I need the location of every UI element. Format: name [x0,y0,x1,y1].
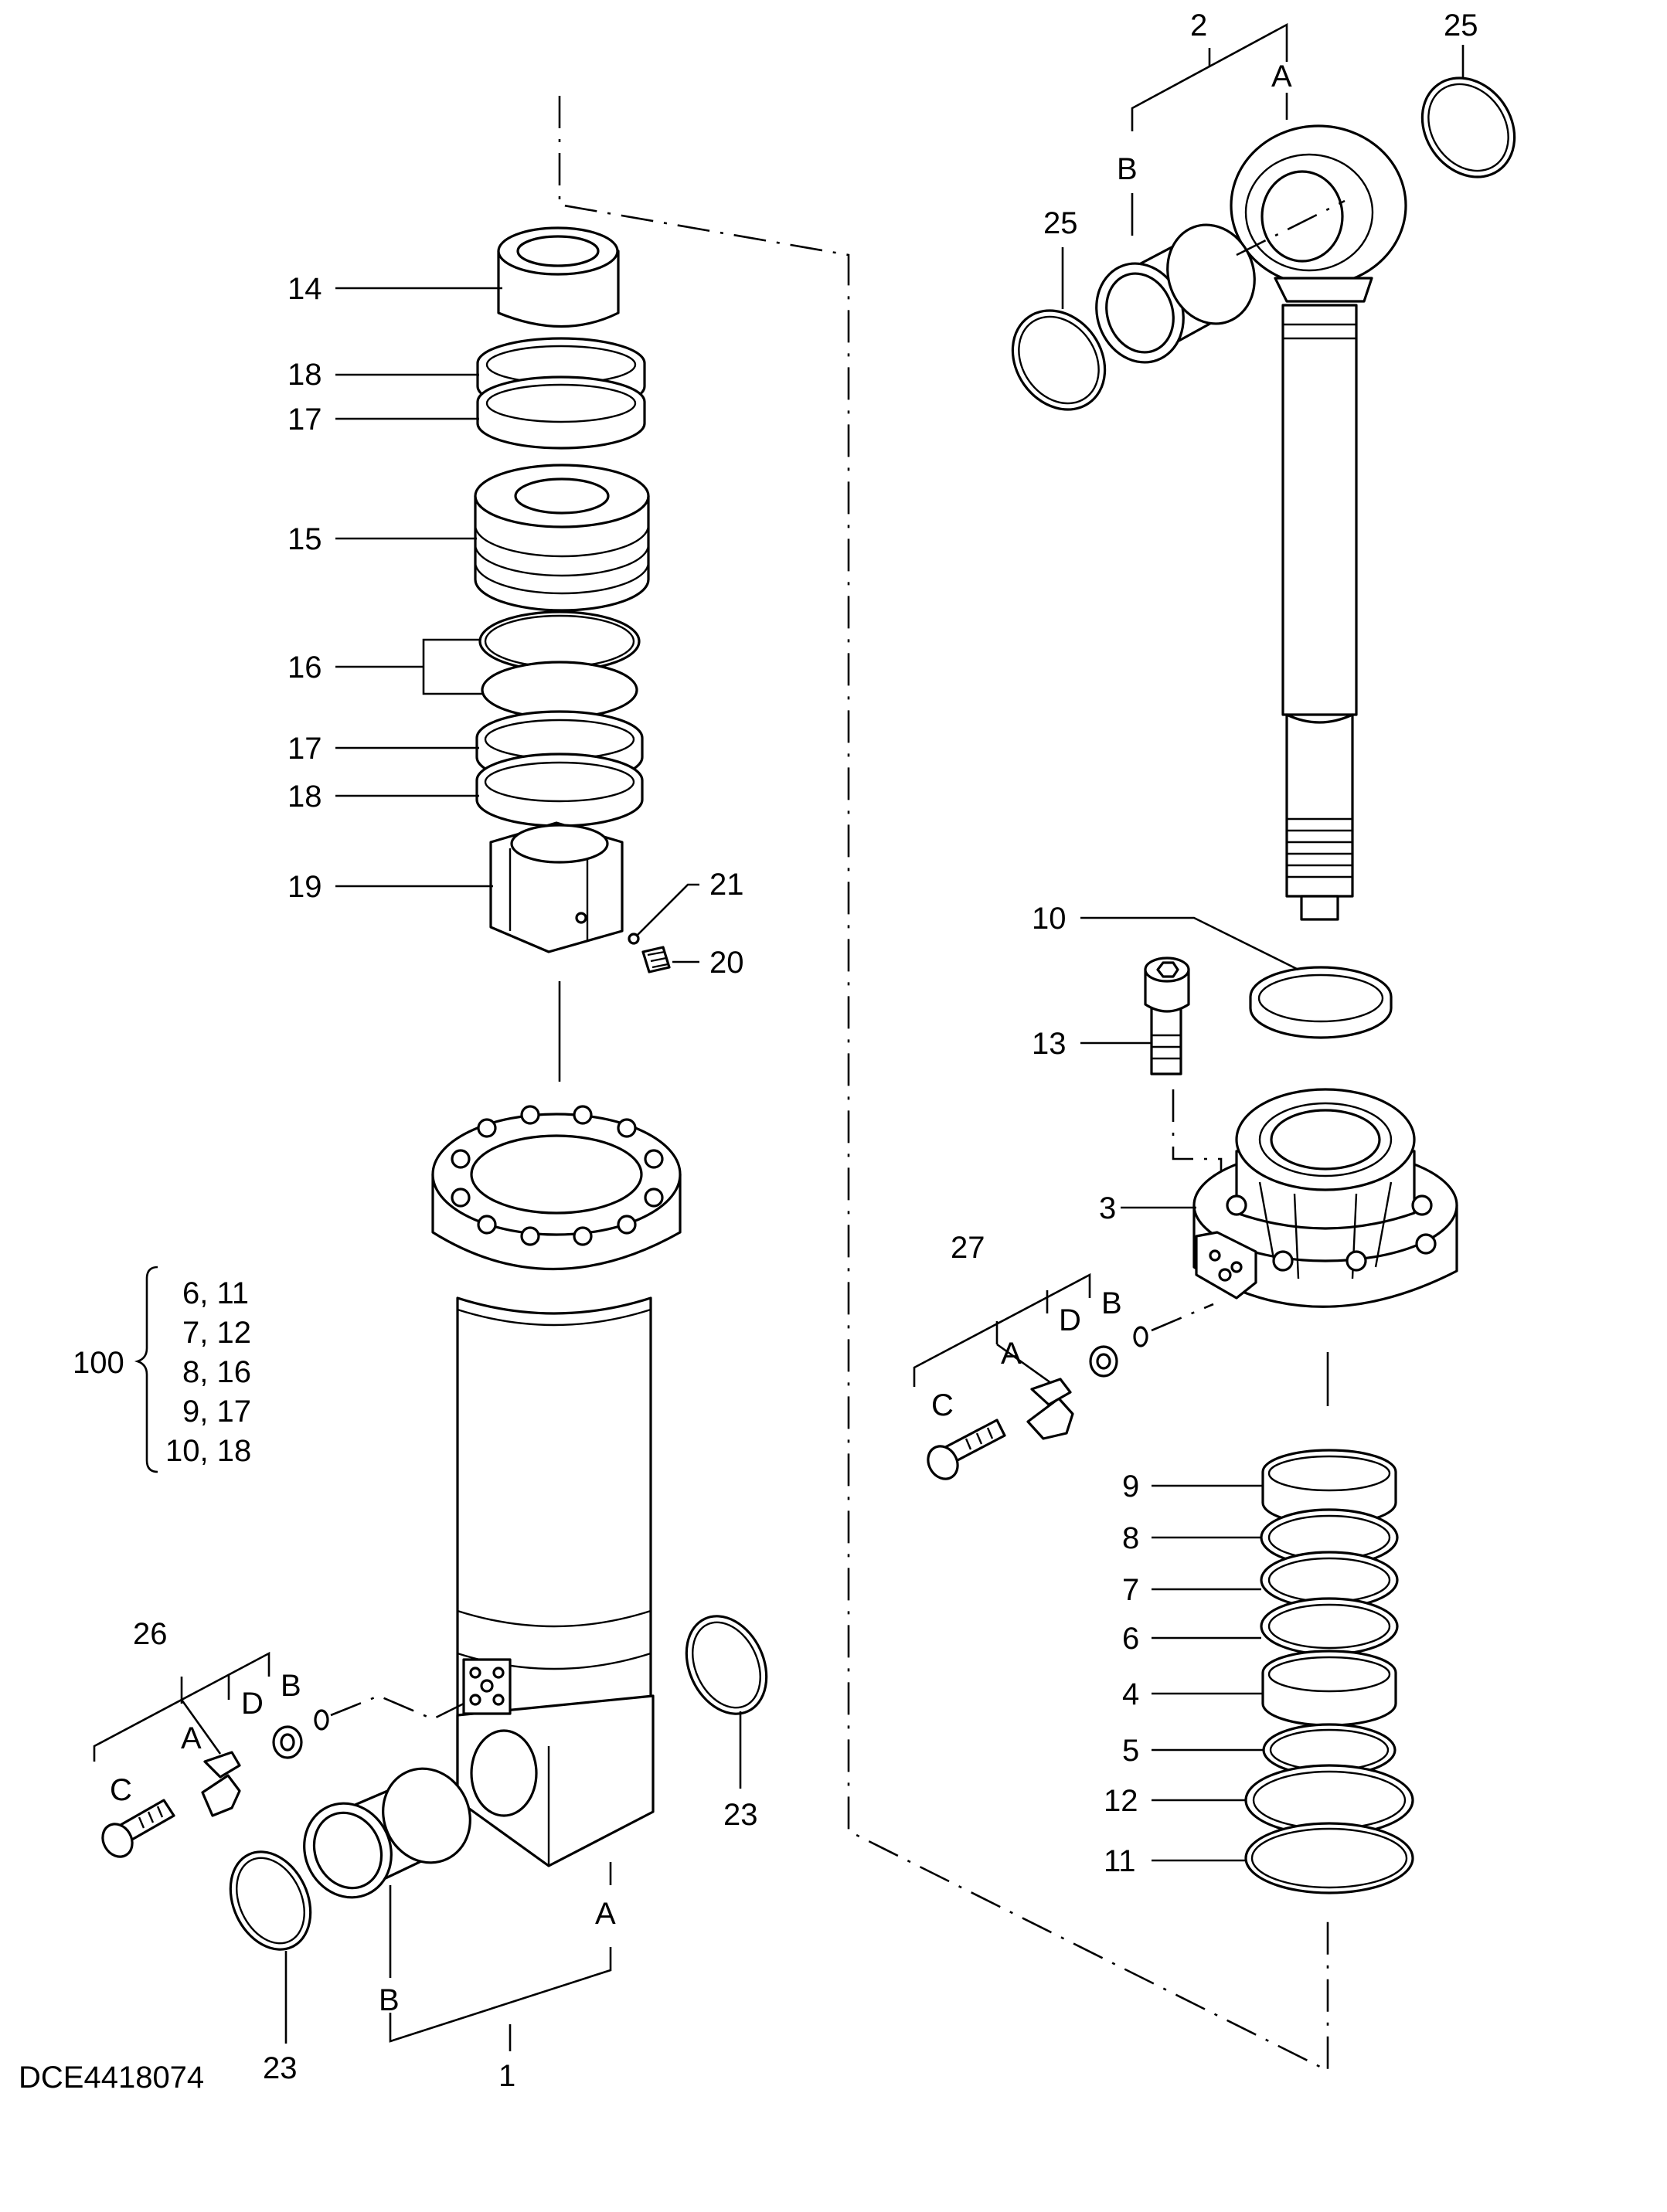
part-4-bush [1261,1650,1397,1727]
label-23-right: 23 [723,1798,758,1832]
label-27-C: C [931,1388,954,1422]
label-20: 20 [709,946,744,980]
label-11: 11 [1104,1844,1136,1878]
label-26: 26 [133,1617,168,1651]
part-bushing-B-rod [1095,223,1256,364]
part-20-set-screw [641,946,671,973]
kit-100-row-5: 10, 18 [165,1434,251,1468]
label-7: 7 [1122,1573,1139,1607]
label-3: 3 [1099,1191,1116,1225]
part-23-seal-left [229,1850,312,1951]
label-21: 21 [709,868,744,902]
label-17-lower: 17 [287,732,322,766]
kit-27-hardware [927,1326,1148,1480]
leader-lines [93,22,1465,2051]
label-12: 12 [1104,1784,1138,1818]
kit-100-row-1: 6, 11 [182,1276,249,1310]
part-23-seal-right [685,1615,768,1715]
label-27-D: D [1059,1303,1081,1337]
part-bushing-B-tube [303,1767,471,1899]
part-3-rod-cover [1192,1088,1458,1308]
part-16-oring-lower [481,661,638,719]
label-5: 5 [1122,1734,1139,1768]
part-2-piston-rod [1230,124,1407,921]
part-17-ring-upper [476,375,646,450]
label-8: 8 [1122,1521,1139,1555]
label-13: 13 [1032,1027,1067,1061]
label-26-A: A [181,1721,202,1755]
label-18-lower: 18 [287,780,322,814]
label-100: 100 [73,1346,124,1380]
label-6: 6 [1122,1622,1139,1656]
label-2: 2 [1190,8,1207,42]
label-9: 9 [1122,1470,1139,1504]
label-26-B: B [281,1669,301,1703]
kit-100-row-2: 7, 12 [182,1316,251,1350]
label-4: 4 [1122,1677,1139,1711]
part-25-seal-left [1011,309,1107,411]
assembly-path-line [558,96,1329,2073]
label-1-A: A [595,1897,616,1931]
part-13-socket-bolt [1144,956,1190,1075]
part-14-cushion-ring [497,226,620,328]
part-18-ring-lower [475,753,644,827]
kit-100-row-3: 8, 16 [182,1355,251,1389]
label-17-upper: 17 [287,403,322,437]
drawing-code: DCE4418074 [19,2061,204,2095]
label-2-B: B [1117,152,1138,186]
label-18-upper: 18 [287,358,322,392]
kit-100-row-4: 9, 17 [182,1395,251,1429]
label-25-right: 25 [1444,8,1478,42]
part-10-ring [1249,966,1393,1039]
label-25-left: 25 [1043,206,1078,240]
part-25-seal-right [1420,76,1516,178]
label-27-B: B [1101,1286,1122,1320]
label-15: 15 [287,522,322,556]
part-19-piston-nut [489,821,624,953]
part-1-cylinder-tube [431,1105,682,1867]
label-2-A: A [1271,59,1292,93]
part-15-piston [474,464,650,612]
label-26-D: D [241,1687,264,1721]
label-10: 10 [1032,902,1067,936]
part-6-ring [1260,1597,1399,1656]
label-1-B: B [379,1983,400,2017]
part-21-ball [628,933,640,945]
label-19: 19 [287,870,322,904]
part-11-ring [1244,1822,1414,1894]
label-16: 16 [287,651,322,685]
label-23-left: 23 [263,2051,298,2085]
label-14: 14 [287,272,322,306]
label-27: 27 [951,1231,985,1265]
callout-labels: 14 18 17 15 16 17 18 19 21 20 100 6, 11 … [19,8,1478,2095]
label-27-A: A [1001,1337,1022,1371]
kit-26-hardware [101,1709,329,1858]
label-26-C: C [110,1773,132,1807]
label-1: 1 [498,2059,515,2093]
